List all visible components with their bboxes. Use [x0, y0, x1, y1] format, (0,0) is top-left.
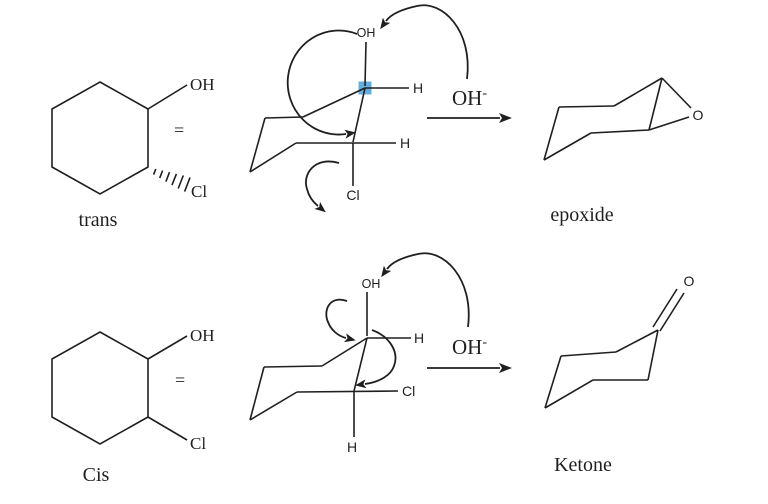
hydroxide-label: OH-: [452, 335, 487, 359]
ketone-structure: O Ketone: [544, 273, 695, 476]
chair-skeleton: [249, 292, 411, 437]
carbonyl-double-bond-line1: [652, 288, 678, 328]
h-axial-c2-label: H: [347, 439, 357, 455]
oxygen-push-curved-arrow: [325, 298, 356, 343]
equivalence-sign: =: [174, 120, 184, 140]
ring-closure-curved-arrow: [286, 29, 358, 139]
isomer-name: Cis: [83, 464, 110, 486]
product-name: Ketone: [554, 454, 612, 476]
ketone-skeleton: [544, 288, 685, 409]
epoxide-structure: O epoxide: [543, 77, 704, 226]
o-label: O: [684, 273, 695, 289]
deprotonation-curved-arrow: [381, 252, 470, 328]
cyclohexane-ring: [51, 331, 149, 445]
cl-equatorial-label: Cl: [402, 383, 415, 399]
h-equatorial-c1-label: H: [414, 330, 424, 346]
cl-axial-label: Cl: [346, 187, 359, 203]
cl-bond: [147, 416, 188, 441]
reagent-bottom: OH-: [427, 335, 512, 373]
isomer-name: trans: [79, 209, 118, 231]
oh-bond: [147, 84, 188, 110]
epoxide-skeleton: [543, 77, 692, 161]
oh-label: OH: [357, 26, 376, 40]
oh-bond: [147, 335, 188, 360]
o-label: O: [693, 107, 704, 123]
equivalence-sign: =: [175, 370, 185, 390]
deprotonation-curved-arrow: [380, 4, 469, 80]
cis-chair-structure: OH H Cl H: [249, 252, 470, 455]
h-equatorial-c1-label: H: [413, 80, 423, 96]
hydroxide-label: OH-: [452, 86, 487, 110]
cl-label: Cl: [191, 182, 207, 201]
chair-skeleton: [249, 41, 409, 186]
cl-label: Cl: [190, 434, 206, 453]
h-equatorial-c2-label: H: [400, 135, 410, 151]
chloride-leaving-curved-arrow: [305, 160, 340, 213]
reagent-top: OH-: [427, 86, 512, 123]
cyclohexane-ring: [51, 81, 149, 195]
carbonyl-double-bond-line2: [659, 292, 685, 332]
oh-label: OH: [190, 75, 215, 94]
product-name: epoxide: [550, 204, 613, 226]
oh-label: OH: [362, 277, 381, 291]
hydride-shift-curved-arrow: [355, 329, 397, 389]
hashed-wedge-bond: [152, 168, 191, 192]
trans-chair-structure: OH H H Cl: [249, 4, 469, 213]
cis-flat-structure: OH = Cl Cis: [51, 326, 215, 486]
trans-flat-structure: OH = Cl trans: [51, 75, 215, 231]
oh-label: OH: [190, 326, 215, 345]
